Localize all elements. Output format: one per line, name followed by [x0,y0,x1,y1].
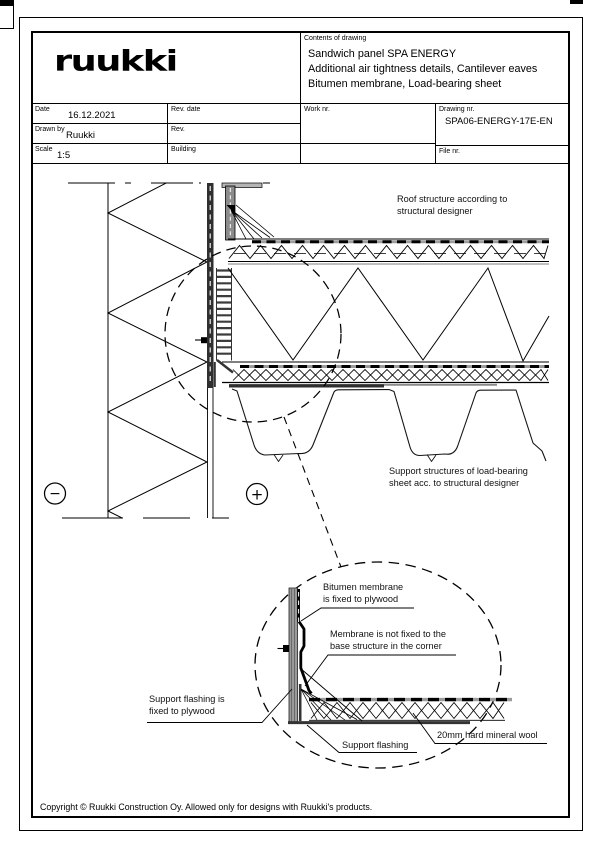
annotation-line: Support structures of load-bearing [389,466,528,476]
drawn-by-value: Ruukki [66,130,96,141]
work-nr-label: Work nr. [304,106,330,113]
date-label: Date [35,106,50,113]
annotation-roof-structure: Roof structure according to structural d… [397,194,507,217]
flashing-fan-hatch [230,204,275,240]
file-nr-label: File nr. [439,148,461,155]
upper-roof-band [228,238,549,265]
annotation-line: structural designer [397,205,473,216]
titleblock-line [31,143,435,144]
scale-value: 1:5 [57,150,71,161]
scale-label: Scale [35,146,53,153]
roof-edge-upstand [221,182,275,241]
annotation-bitumen-membrane: Bitumen membrane is fixed to plywood [323,582,403,605]
annotation-line: is fixed to plywood [323,593,399,604]
fastener-symbol [201,337,207,344]
titleblock-line [31,123,300,124]
corner-mark-top-right [570,0,583,4]
corner-mark-top-left-vline [13,0,14,28]
wall-insulation-zigzag [106,183,209,518]
detail-ellipse [254,561,502,769]
fastener-symbol [283,645,289,652]
lower-roof-band [222,361,549,388]
copyright-text: Copyright © Ruukki Construction Oy. Allo… [40,802,373,812]
detail-callout-circle [164,245,342,423]
titleblock-line [31,163,570,164]
titleblock-line [300,31,301,163]
annotation-line: base structure in the corner [330,640,442,651]
leader-lines [147,607,547,753]
corner-fan-hatch [300,688,358,721]
rev-date-label: Rev. date [171,106,201,113]
break-lines [62,182,270,519]
load-bearing-sheet [231,388,547,462]
drawing-title-line3: Bitumen membrane, Load-bearing sheet [308,78,502,91]
drawing-title-line1: Sandwich panel SPA ENERGY [308,48,457,60]
plus-icon: + [251,486,264,504]
annotation-line: Support flashing is [149,694,225,704]
plywood-board [288,587,298,723]
bitumen-membrane [297,589,313,695]
outer-page-border [19,17,583,831]
annotation-membrane-not-fixed: Membrane is not fixed to the base struct… [330,629,446,652]
building-label: Building [171,146,196,153]
annotation-flashing-fixed: Support flashing is fixed to plywood [149,694,225,717]
annotation-support-structures: Support structures of load-bearing sheet… [389,466,528,489]
rev-label: Rev. [171,126,185,133]
annotation-line: fixed to plywood [149,705,215,716]
drawing-title: Sandwich panel SPA ENERGY Additional air… [308,47,537,93]
annotation-support-flashing: Support flashing [342,740,409,750]
deep-insulation-zigzag [227,266,550,363]
drawing-nr-value: SPA06-ENERGY-17E-EN [445,116,553,127]
drawing-nr-label: Drawing nr. [439,106,475,113]
wall-panel-section [106,183,214,518]
annotation-line: Roof structure according to [397,194,508,204]
ruukki-logo: ruukki [54,45,178,78]
annotation-mineral-wool: 20mm hard mineral wool [437,730,538,740]
annotation-line: sheet acc. to structural designer [389,477,520,488]
mineral-wool-strip [213,268,234,387]
minus-icon: − [49,486,61,502]
date-value: 16.12.2021 [68,110,116,121]
cold-side-symbol: − [43,482,67,505]
drawn-by-label: Drawn by [35,126,65,133]
drawing-title-line2: Additional air tightness details, Cantil… [308,63,538,76]
contents-of-drawing-label: Contents of drawing [304,35,367,42]
titleblock-line [435,103,436,163]
titleblock-line [435,145,570,146]
annotation-line: Membrane is not fixed to the [330,629,446,639]
corner-mark-top-left [0,0,13,6]
detail-connector-line [283,416,342,568]
annotation-line: Bitumen membrane [323,582,404,592]
warm-side-symbol: + [245,482,269,506]
titleblock-line [167,103,168,163]
detail-view [277,587,512,725]
corner-mark-top-left-hline [0,28,14,29]
